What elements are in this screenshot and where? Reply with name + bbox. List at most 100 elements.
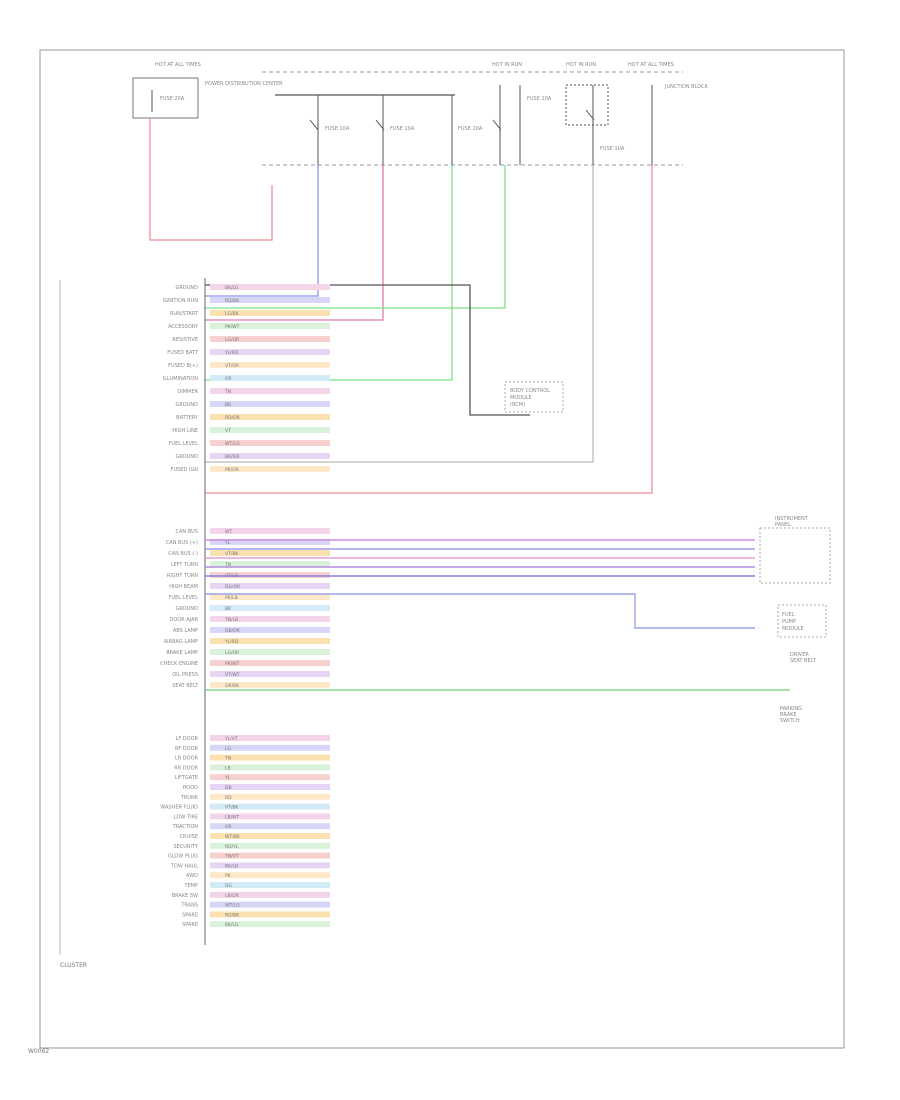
wire-color-swatch [210,583,330,589]
wire-color-code: BK/LB [225,863,238,869]
wire-color-code: LG/OR [225,650,239,656]
wire-color-code: PK/WT [225,324,240,330]
seatbelt-line2: SEAT BELT [790,658,817,664]
wire-color-code: VT/OR [225,363,239,369]
pin-label: HIGH LINE [172,428,198,434]
hot-in-run-1-label: HOT IN RUN [492,62,522,68]
wire-green-2 [205,165,506,309]
wire-color-code: YL/RD [224,639,239,645]
wire-color-swatch [210,297,330,303]
hot-at-all-times-2-label: HOT AT ALL TIMES [628,62,674,68]
wire-color-code: DG [225,883,232,889]
wire-color-code: PK/WT [225,661,240,667]
wire-color-swatch [210,572,330,578]
wire-color-swatch [210,774,330,781]
wire-color-code: YL [224,540,231,546]
wire-color-code: RD [225,795,232,801]
wire-color-swatch [210,803,330,810]
wire-color-code: PK/OR [225,467,239,473]
wire-color-code: LB/WT [225,814,240,820]
wire-color-swatch [210,764,330,771]
wire-black [205,284,530,416]
wire-color-swatch [210,872,330,879]
wire-color-code: LB/OR [225,893,239,899]
wire-color-swatch [210,323,330,329]
wire-color-swatch [210,842,330,849]
wire-color-code: VT/WT [225,672,240,678]
wire-color-code: PK [225,873,232,879]
body-control-module: BODY CONTROL MODULE (BCM) [504,381,564,413]
wire-color-swatch [210,362,330,368]
pin-label: TRUNK [180,795,199,801]
pin-label: CAN BUS (-) [168,551,198,557]
wire-color-code: BK [225,402,232,408]
ips-line1: INSTRUMENT [775,516,809,522]
pbrake-line3: SWITCH [780,718,800,724]
wires [149,118,653,494]
wire-color-code: TN [224,389,231,395]
pin-label: RF DOOR [175,746,199,752]
relay-group [309,84,653,165]
wire-red-battery [149,118,273,241]
seatbelt-line1: DRIVER [790,652,809,658]
pin-label: RESISTIVE [172,337,198,343]
wire-color-code: RD/YL [225,844,239,850]
pin-label: GROUND [175,606,198,612]
wire-color-swatch [210,414,330,420]
pin-label: BATTERY [176,415,199,421]
wire-color-code: TN [224,756,231,762]
wire-color-swatch [210,440,330,446]
fuse-10a-3-label: FUSE 10A [458,126,483,132]
pin-label: 4WD [186,873,198,879]
pin-label: OIL PRESS [172,672,198,678]
wire-color-code: RD/BK [225,298,240,304]
pin-label: GROUND [175,454,198,460]
wire-color-swatch [210,528,330,534]
pbrake-line1: PARKING [780,706,802,712]
wire-color-code: WT/LG [225,903,240,909]
junction-block-label: JUNCTION BLOCK [664,84,709,90]
pin-label: BRAKE LAMP [166,650,198,656]
wire-red-2 [205,165,653,494]
wire-color-code: WT [225,529,232,535]
pin-label: CAN BUS [175,529,198,535]
pin-label: DOOR AJAR [170,617,199,623]
wire-color-code: OR [225,376,232,382]
svg-text:BODY CONTROL: BODY CONTROL [510,388,550,394]
wire-color-code: YL/VT [224,736,238,742]
pin-label: CHECK ENGINE [160,661,198,667]
pin-label: SEAT BELT [172,683,199,689]
wire-color-swatch [210,744,330,751]
diagram-frame [39,49,845,1049]
fuse-10a-2-label: FUSE 10A [390,126,415,132]
pin-label: GROUND [175,285,198,291]
wire-color-code: WT/LG [225,441,240,447]
fuse-10a-5-label: FUSE 10A [600,146,625,152]
fuel-line1: FUEL [782,612,795,618]
pin-label: LOW TIRE [174,814,198,820]
pin-label: CAN BUS (+) [166,540,198,546]
pin-label: BRAKE SW [172,893,198,899]
pin-label: LIFTGATE [175,775,198,781]
pbrake-line2: BRAKE [780,712,797,718]
pin-label: SPARE [182,922,198,928]
wire-color-swatch [210,401,330,407]
pin-label: TEMP [183,883,198,889]
wire-color-swatch [210,671,330,677]
wire-color-code: DG/OR [225,584,240,590]
wire-color-swatch [210,605,330,611]
wire-green-1 [205,165,453,381]
wire-color-swatch [210,427,330,433]
hot-at-all-times-1-label: HOT AT ALL TIMES [155,62,201,68]
wire-color-code: BK [225,606,232,612]
fuse-10a-4-label: FUSE 10A [527,96,552,102]
pin-label: LF DOOR [176,736,199,742]
wire-color-code: BK/LG [225,922,239,928]
figure-id: W0062 [28,1048,49,1055]
wire-color-swatch [210,550,330,556]
pin-label: ACCESSORY [168,324,199,330]
pin-label: ABS LAMP [173,628,198,634]
wire-color-code: BK/RD [225,454,240,460]
pin-label: FUEL LEVEL [169,595,199,601]
